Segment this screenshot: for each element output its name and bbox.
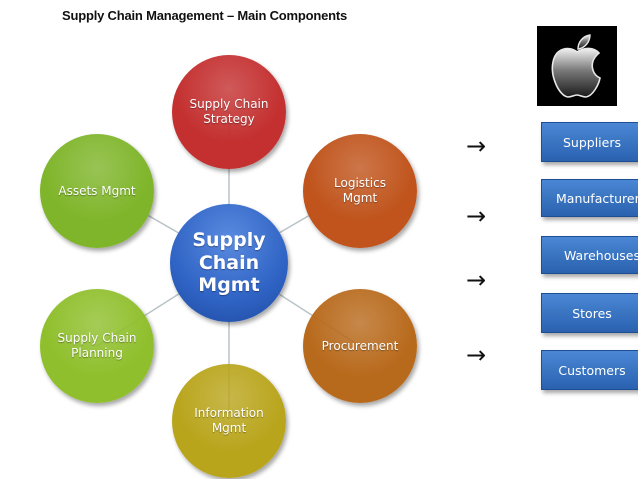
flow-arrow-2: → [466,202,487,230]
node-information-mgmt: Information Mgmt [172,364,286,478]
flow-arrow-3: → [466,266,487,294]
node-logistics-mgmt: Logistics Mgmt [303,134,417,248]
node-center-supply-chain-mgmt: Supply Chain Mgmt [170,204,288,322]
node-label: Assets Mgmt [58,183,136,198]
flow-box-manufacturers: Manufacturers [541,179,638,217]
flow-box-customers: Customers [541,350,638,390]
node-label: Procurement [321,338,399,353]
center-label: Supply Chain Mgmt [192,228,266,297]
flow-arrow-4: → [466,341,487,369]
node-supply-chain-strategy: Supply Chain Strategy [172,55,286,169]
node-label: Logistics Mgmt [334,176,386,205]
node-label: Supply Chain Strategy [189,97,269,126]
apple-logo-icon [537,26,617,106]
node-procurement: Procurement [303,289,417,403]
node-label: Supply Chain Planning [57,331,137,360]
flow-arrow-1: → [466,132,487,160]
node-label: Information Mgmt [194,406,264,435]
flow-box-suppliers: Suppliers [541,122,638,162]
page-title: Supply Chain Management – Main Component… [62,8,348,23]
flow-box-stores: Stores [541,293,638,333]
node-assets-mgmt: Assets Mgmt [40,134,154,248]
flow-box-warehouses: Warehouses [541,236,638,274]
node-supply-chain-planning: Supply Chain Planning [40,289,154,403]
